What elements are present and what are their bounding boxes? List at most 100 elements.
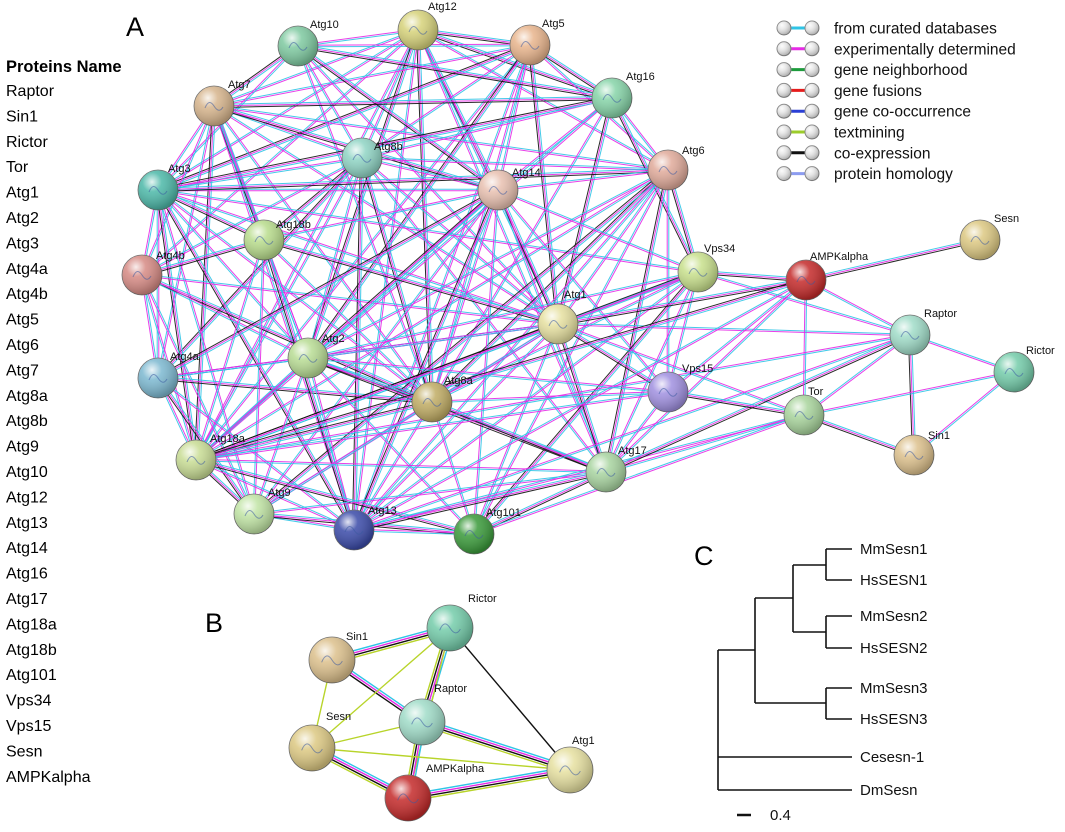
network-a-node-label-atg13: Atg13 xyxy=(368,505,397,517)
legend-item-experimentally-determined: experimentally determined xyxy=(776,41,1016,58)
protein-list-item-atg14: Atg14 xyxy=(6,540,48,557)
edge-atg6-atg9 xyxy=(252,168,670,516)
network-a-node-label-atg12: Atg12 xyxy=(428,1,457,13)
legend-label-from-curated-databases: from curated databases xyxy=(834,21,997,38)
edge-atg12-atg7 xyxy=(213,28,419,108)
edge-vps34-atg2 xyxy=(307,270,699,360)
network-a-node-atg18a: Atg18a xyxy=(175,433,246,481)
network-a-node-label-atg6: Atg6 xyxy=(682,145,705,157)
network-a-node-atg18b: Atg18b xyxy=(243,219,311,261)
edge-vps34-raptor xyxy=(697,270,911,337)
network-a-node-rictor: Rictor xyxy=(993,345,1055,393)
edge-raptor-atg18a xyxy=(195,333,911,462)
network-a-node-label-atg4a: Atg4a xyxy=(170,351,200,363)
network-a-node-label-tor: Tor xyxy=(808,386,824,398)
edge-atg6-atg13 xyxy=(353,169,669,531)
edge-atg14-vps15 xyxy=(497,189,669,393)
edge-atg18a-atg101 xyxy=(195,457,475,537)
edge-b-raptor-atg1 xyxy=(420,718,572,774)
network-a-node-label-atg4b: Atg4b xyxy=(156,250,185,262)
edge-atg14-atg2 xyxy=(306,188,500,360)
protein-list-item-atg7: Atg7 xyxy=(6,362,39,379)
edge-atg14-atg13 xyxy=(352,189,500,531)
protein-list-item-vps34: Vps34 xyxy=(6,693,51,710)
edge-atg8b-atg18b xyxy=(262,156,364,242)
edge-atg10-atg14 xyxy=(296,44,500,192)
network-a-node-label-atg7: Atg7 xyxy=(228,79,251,91)
legend-item-gene-co-occurrence: gene co-occurrence xyxy=(776,103,971,121)
protein-list-item-atg17: Atg17 xyxy=(6,591,48,608)
network-a-node-label-atg10: Atg10 xyxy=(310,19,339,31)
legend-label-co-expression: co-expression xyxy=(834,145,931,162)
edge-atg14-vps34 xyxy=(497,188,699,274)
network-a-node-atg3: Atg3 xyxy=(137,163,191,211)
edge-atg17-tor xyxy=(605,413,805,474)
network-a-node-vps34: Vps34 xyxy=(677,243,735,293)
network-b-node-label-raptor: Raptor xyxy=(434,683,467,695)
network-a-node-atg12: Atg12 xyxy=(397,1,457,51)
network-b-node-label-ampkalpha: AMPKalpha xyxy=(426,763,485,775)
protein-list-item-atg8a: Atg8a xyxy=(6,388,48,405)
network-a-node-label-atg9: Atg9 xyxy=(268,487,291,499)
legend: from curated databases experimentally det… xyxy=(776,20,1016,183)
network-a-node-label-rictor: Rictor xyxy=(1026,345,1055,357)
network-a-node-label-atg5: Atg5 xyxy=(542,18,565,30)
tree-leaf-dmsesn: DmSesn xyxy=(860,782,918,799)
protein-list-item-atg4a: Atg4a xyxy=(6,261,48,278)
protein-list-item-atg18a: Atg18a xyxy=(6,616,57,633)
panel-label-c: C xyxy=(694,541,714,571)
network-a-node-atg17: Atg17 xyxy=(585,445,647,493)
legend-label-gene-co-occurrence: gene co-occurrence xyxy=(834,104,971,121)
network-a-node-atg2: Atg2 xyxy=(287,333,345,379)
edge-atg7-atg8a xyxy=(212,105,434,403)
edge-atg14-atg9 xyxy=(252,189,500,515)
network-b-node-raptor: Raptor xyxy=(398,683,467,746)
legend-item-textmining: textmining xyxy=(776,124,905,142)
edge-atg3-atg2 xyxy=(157,189,309,359)
edge-atg17-raptor xyxy=(605,333,911,474)
edge-atg13-tor xyxy=(353,413,805,532)
panel-label-b: B xyxy=(205,608,223,638)
edge-atg2-atg18a xyxy=(195,357,309,461)
tree-leaf-hssesn2: HsSESN2 xyxy=(860,640,928,657)
network-a-node-ampkalpha: AMPKalpha xyxy=(785,251,869,301)
protein-list-item-atg10: Atg10 xyxy=(6,464,48,481)
edge-atg16-atg3 xyxy=(157,95,613,193)
network-a-node-atg6: Atg6 xyxy=(647,145,705,191)
edge-vps15-ampkalpha xyxy=(667,278,807,394)
edge-ampkalpha-atg18a xyxy=(195,277,807,463)
network-b-node-atg1: Atg1 xyxy=(546,735,595,794)
tree-leaf-mmsesn1: MmSesn1 xyxy=(860,541,928,558)
edge-atg10-atg1 xyxy=(297,45,559,325)
network-a-node-label-atg8a: Atg8a xyxy=(444,375,474,387)
edge-atg1-ampkalpha xyxy=(557,277,807,327)
network-a-node-atg7: Atg7 xyxy=(193,79,251,127)
network-b-node-label-sesn: Sesn xyxy=(326,711,351,723)
edge-atg1-atg4a xyxy=(157,322,559,380)
edge-atg18b-atg1 xyxy=(263,237,559,327)
edge-atg4b-atg18b xyxy=(141,237,265,278)
edge-atg3-atg6 xyxy=(157,167,669,193)
edge-atg17-ampkalpha xyxy=(605,279,807,473)
edge-atg3-atg18a xyxy=(155,189,199,461)
edge-atg4b-atg9 xyxy=(140,274,256,515)
network-b-node-label-sin1: Sin1 xyxy=(346,631,368,643)
edge-b-rictor-sesn xyxy=(311,627,451,749)
protein-list-item-atg8b: Atg8b xyxy=(6,413,48,430)
edge-atg1-atg18a xyxy=(195,322,559,462)
network-a-node-atg10: Atg10 xyxy=(277,19,339,67)
edge-atg5-atg7 xyxy=(213,43,531,108)
protein-list-item-atg13: Atg13 xyxy=(6,515,48,532)
legend-label-protein-homology: protein homology xyxy=(834,166,953,183)
network-a-node-label-atg18a: Atg18a xyxy=(210,433,246,445)
protein-list-item-atg18b: Atg18b xyxy=(6,642,57,659)
protein-list-item-atg12: Atg12 xyxy=(6,489,48,506)
network-a-node-label-vps34: Vps34 xyxy=(704,243,735,255)
edge-atg101-tor xyxy=(473,413,805,536)
tree-leaf-cesesn-1: Cesesn-1 xyxy=(860,749,924,766)
network-a-node-atg8a: Atg8a xyxy=(411,375,474,423)
edge-atg5-atg2 xyxy=(306,43,532,360)
network-a-node-label-atg2: Atg2 xyxy=(322,333,345,345)
network-a-node-vps15: Vps15 xyxy=(647,363,713,413)
edge-atg8a-atg9 xyxy=(253,400,433,516)
